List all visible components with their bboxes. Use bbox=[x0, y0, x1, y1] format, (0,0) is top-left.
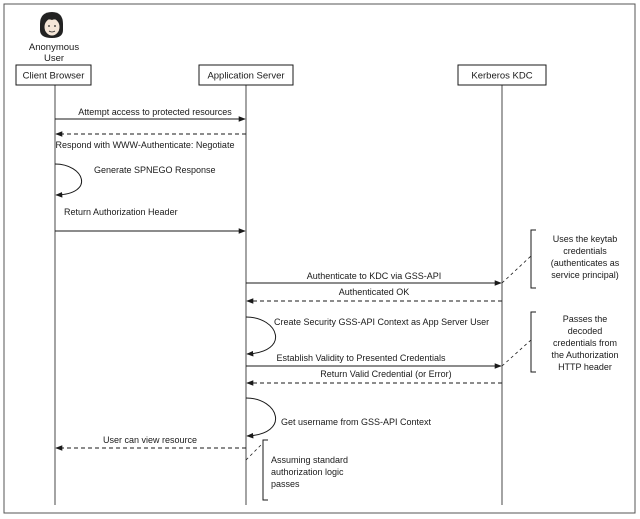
note-connector-keytab bbox=[501, 255, 532, 284]
note-bracket-decoded bbox=[530, 311, 536, 373]
participant-kerberos-kdc-label: Kerberos KDC bbox=[471, 71, 532, 82]
note-decoded-line5: HTTP header bbox=[558, 362, 612, 372]
note-authz-line1: Assuming standard bbox=[271, 455, 348, 465]
note-decoded-line1: Passes the bbox=[563, 314, 608, 324]
note-bracket-authz bbox=[262, 439, 268, 501]
participant-application-server-label: Application Server bbox=[207, 71, 284, 82]
note-keytab-line1: Uses the keytab bbox=[553, 234, 618, 244]
note-decoded-line3: credentials from bbox=[553, 338, 617, 348]
note-authz-line3: passes bbox=[271, 479, 300, 489]
actor-name-line1: Anonymous bbox=[29, 42, 79, 53]
note-keytab-line3: (authenticates as bbox=[551, 258, 620, 268]
message-label-m7: Create Security GSS-API Context as App S… bbox=[274, 317, 489, 327]
note-bracket-keytab bbox=[530, 229, 536, 289]
note-decoded-line4: the Authorization bbox=[551, 350, 618, 360]
actor-name-line2: User bbox=[44, 53, 64, 64]
note-connector-authz bbox=[245, 443, 263, 461]
note-authz-line2: authorization logic bbox=[271, 467, 344, 477]
message-arrow-m7 bbox=[245, 316, 277, 357]
participant-client-browser-box bbox=[15, 64, 92, 86]
note-decoded-line2: decoded bbox=[568, 326, 603, 336]
diagram-frame bbox=[3, 3, 636, 514]
message-label-m4: Return Authorization Header bbox=[64, 207, 178, 217]
message-label-m5: Authenticate to KDC via GSS-API bbox=[307, 271, 442, 281]
message-label-m6: Authenticated OK bbox=[339, 287, 410, 297]
message-label-m11: User can view resource bbox=[103, 435, 197, 445]
message-label-m1: Attempt access to protected resources bbox=[78, 107, 232, 117]
message-label-m3: Generate SPNEGO Response bbox=[94, 165, 216, 175]
message-label-m9: Return Valid Credential (or Error) bbox=[320, 369, 451, 379]
note-keytab-line2: credentials bbox=[563, 246, 607, 256]
user-avatar-icon bbox=[40, 12, 63, 38]
message-label-m10: Get username from GSS-API Context bbox=[281, 417, 432, 427]
note-connector-decoded bbox=[501, 339, 532, 367]
note-keytab-line4: service principal) bbox=[551, 270, 619, 280]
message-arrow-m10 bbox=[245, 397, 277, 439]
message-label-m8: Establish Validity to Presented Credenti… bbox=[277, 353, 446, 363]
participant-client-browser-label: Client Browser bbox=[23, 71, 85, 82]
message-label-m2: Respond with WWW-Authenticate: Negotiate bbox=[56, 140, 235, 150]
message-arrow-m3 bbox=[54, 163, 83, 198]
